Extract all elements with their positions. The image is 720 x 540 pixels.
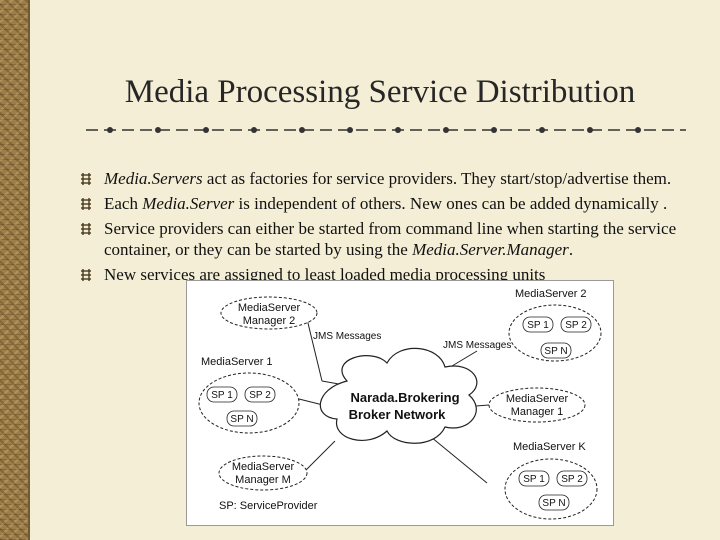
server-k-sp2: SP 2 bbox=[561, 474, 583, 485]
bullet-text: New services are assigned to least loade… bbox=[104, 265, 546, 284]
manager-1-line1: MediaServer bbox=[506, 393, 569, 405]
bullet-ornament-icon bbox=[81, 173, 91, 185]
manager-m-node bbox=[218, 455, 308, 491]
architecture-diagram: MediaServer Manager 2 JMS Messages JMS M… bbox=[186, 280, 614, 526]
decorative-sidebar bbox=[0, 0, 30, 540]
server-2-sp2: SP 2 bbox=[565, 320, 587, 331]
diagram-legend: SP: ServiceProvider bbox=[219, 500, 318, 512]
bullet-list: Media.Servers act as factories for servi… bbox=[80, 168, 710, 289]
media-server-2-title: MediaServer 2 bbox=[515, 288, 587, 300]
server-k-spn: SP N bbox=[542, 498, 565, 509]
bullet-ornament-icon bbox=[81, 269, 91, 281]
manager-2-line1: MediaServer bbox=[238, 302, 301, 314]
bullet-item: Each Media.Server is independent of othe… bbox=[80, 193, 710, 214]
server-2-sp1: SP 1 bbox=[527, 320, 549, 331]
cloud-line1: Narada.Brokering bbox=[350, 390, 459, 405]
jms-label-2: JMS Messages bbox=[443, 340, 511, 351]
server-1-sp1: SP 1 bbox=[211, 390, 233, 401]
manager-m-line2: Manager M bbox=[235, 474, 291, 486]
bullet-text: Each bbox=[104, 194, 143, 213]
manager-1-line2: Manager 1 bbox=[511, 406, 564, 418]
media-server-1-title: MediaServer 1 bbox=[201, 356, 273, 368]
bullet-text: is independent of others. New ones can b… bbox=[234, 194, 668, 213]
cloud-line2: Broker Network bbox=[349, 407, 447, 422]
bullet-text: Media.Server.Manager bbox=[412, 240, 569, 259]
jms-label-1: JMS Messages bbox=[313, 331, 381, 342]
media-server-k-title: MediaServer K bbox=[513, 441, 586, 453]
bullet-text: Media.Server bbox=[142, 194, 235, 213]
slide-title: Media Processing Service Distribution bbox=[124, 74, 636, 110]
bullet-item: Service providers can either be started … bbox=[80, 218, 710, 260]
manager-2-node bbox=[220, 296, 318, 330]
server-1-spn: SP N bbox=[230, 414, 253, 425]
bullet-ornament-icon bbox=[81, 223, 91, 235]
server-k-sp1: SP 1 bbox=[523, 474, 545, 485]
bullet-text: Service providers can either be started … bbox=[104, 219, 677, 259]
manager-m-line1: MediaServer bbox=[232, 461, 295, 473]
title-divider bbox=[86, 127, 686, 133]
bullet-text: . bbox=[568, 240, 574, 259]
manager-2-line2: Manager 2 bbox=[243, 315, 296, 327]
bullet-ornament-icon bbox=[81, 198, 91, 210]
broker-cloud bbox=[319, 347, 478, 444]
bullet-text: Media.Servers bbox=[104, 169, 203, 188]
server-2-spn: SP N bbox=[544, 346, 567, 357]
manager-1-node bbox=[488, 387, 586, 423]
bullet-item: New services are assigned to least loade… bbox=[80, 264, 710, 285]
bullet-text: act as factories for service providers. … bbox=[202, 169, 672, 188]
bullet-item: Media.Servers act as factories for servi… bbox=[80, 168, 710, 189]
server-1-sp2: SP 2 bbox=[249, 390, 271, 401]
